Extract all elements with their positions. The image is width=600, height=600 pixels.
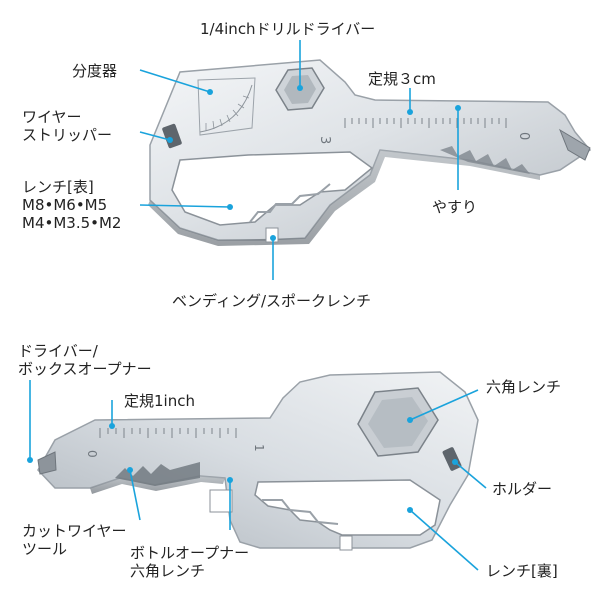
leaders-top [139, 40, 461, 280]
label-ruler-1inch: 定規1inch [124, 392, 195, 410]
label-driver-opener-line2: ボックスオープナー [18, 360, 152, 378]
bottle-opener-notch [209, 489, 233, 513]
label-driver-opener-line1: ドライバー/ [18, 342, 98, 360]
label-wrench-front-line3: M4•M3.5•M2 [22, 214, 122, 232]
driver-tip-back [37, 451, 57, 475]
file-teeth [440, 146, 530, 174]
ruler-3cm-ticks [344, 118, 507, 128]
label-wrench-back: レンチ[裏] [486, 562, 558, 580]
wrench-cutout-back [254, 479, 441, 536]
label-holder: ホルダー [492, 480, 553, 498]
label-bottle-opener-line1: ボトルオープナー [130, 544, 250, 562]
label-cut-wire: カットワイヤー ツール [22, 522, 127, 558]
label-hex-wrench: 六角レンチ [486, 378, 562, 396]
ruler-1inch-ticks [99, 428, 237, 438]
key-edge-front [148, 150, 540, 246]
driver-tip-front [558, 128, 591, 161]
label-driver-opener: ドライバー/ ボックスオープナー [18, 342, 152, 378]
label-wire-stripper-line2: ストリッパー [22, 126, 113, 144]
label-ruler-3cm: 定規３cm [368, 70, 436, 88]
key-tool-front: 3 0 [148, 59, 592, 246]
label-cut-wire-line1: カットワイヤー [22, 522, 127, 540]
ruler-digit-0-back: 0 [85, 450, 99, 458]
leaders-bottom [27, 380, 487, 571]
label-spoke-wrench: ベンディング/スポークレンチ [172, 292, 372, 310]
wire-stripper-slot [162, 123, 182, 149]
label-bottle-opener-line2: 六角レンチ [130, 562, 206, 580]
holder-slot [442, 447, 462, 471]
label-wire-stripper: ワイヤー ストリッパー [22, 108, 112, 144]
label-wrench-front: レンチ[表] M8•M6•M5 M4•M3.5•M2 [22, 178, 121, 232]
label-protractor: 分度器 [72, 62, 118, 80]
label-wire-stripper-line1: ワイヤー [22, 108, 82, 126]
protractor-engraving [197, 77, 256, 136]
ruler-digit-3: 3 [317, 136, 332, 144]
label-bottle-opener: ボトルオープナー 六角レンチ [130, 544, 249, 580]
label-drill-driver: 1/4inchドリルドライバー [200, 20, 376, 38]
label-file: やすり [432, 198, 478, 216]
label-cut-wire-line2: ツール [22, 540, 68, 558]
label-wrench-front-line1: レンチ[表] [22, 178, 94, 196]
key-tool-back: 0 1 [37, 371, 479, 551]
ruler-digit-1-back: 1 [252, 444, 266, 452]
ruler-digit-0: 0 [516, 132, 531, 140]
label-wrench-front-line2: M8•M6•M5 [22, 196, 108, 214]
cut-wire-teeth [115, 462, 200, 486]
